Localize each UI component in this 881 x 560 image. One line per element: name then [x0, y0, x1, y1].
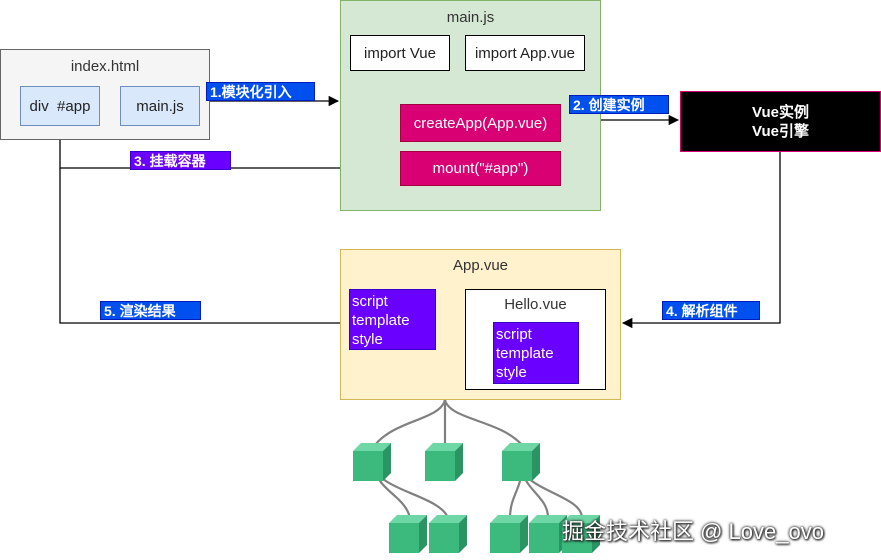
create-app-node: createApp(App.vue) — [400, 104, 561, 142]
step-1-label: 1.模块化引入 — [206, 82, 315, 101]
mount-label: mount("#app") — [432, 160, 529, 177]
step-2-label: 2. 创建实例 — [569, 95, 669, 114]
watermark: 掘金技术社区 @ Love_ovo — [562, 519, 824, 544]
main-js-title: main.js — [446, 9, 495, 26]
arrow-render-result — [59, 168, 340, 324]
import-app-vue-node: import App.vue — [465, 35, 585, 71]
tree-cube-leaf-1 — [389, 515, 427, 553]
hello-sfc-script: script — [496, 326, 532, 343]
tree-cube-root-1 — [353, 443, 391, 481]
create-app-label: createApp(App.vue) — [413, 114, 548, 132]
hello-vue-container: Hello.vue — [465, 289, 606, 390]
hello-vue-title: Hello.vue — [504, 296, 567, 313]
vue-instance-line1: Vue实例 — [752, 103, 809, 121]
tree-cube-leaf-5 — [562, 515, 600, 553]
div-app-node: div #app — [20, 86, 100, 126]
tree-cube-root-3 — [502, 443, 540, 481]
import-vue-label: import Vue — [364, 44, 436, 62]
hello-sfc-template: template — [496, 345, 554, 362]
arrow-parse-components — [621, 152, 781, 329]
step-5-label: 5. 渲染结果 — [100, 301, 201, 320]
import-app-vue-label: import App.vue — [474, 44, 576, 62]
component-tree-branches — [373, 399, 584, 519]
hello-sfc-style: style — [496, 364, 527, 381]
div-app-label: div #app — [29, 97, 91, 115]
tree-cube-root-2 — [425, 443, 463, 481]
step-3-label: 3. 挂载容器 — [130, 151, 231, 170]
component-tree-cubes — [353, 443, 600, 553]
app-sfc-style: style — [352, 331, 383, 348]
vue-instance-node: Vue实例 Vue引擎 — [680, 91, 881, 152]
step-4-label: 4. 解析组件 — [662, 301, 760, 320]
app-sfc-template: template — [352, 312, 410, 329]
hello-vue-sfc-block: script template style — [493, 322, 579, 384]
index-html-title: index.html — [70, 58, 140, 75]
app-vue-sfc-block: script template style — [349, 289, 436, 350]
tree-cube-leaf-3 — [490, 515, 528, 553]
index-main-js-node: main.js — [120, 86, 200, 126]
vue-instance-line2: Vue引擎 — [752, 122, 809, 140]
tree-cube-leaf-2 — [429, 515, 467, 553]
app-vue-title: App.vue — [452, 257, 509, 274]
app-sfc-script: script — [352, 293, 388, 310]
import-vue-node: import Vue — [350, 35, 450, 71]
mount-node: mount("#app") — [400, 151, 561, 186]
index-main-js-label: main.js — [136, 97, 184, 115]
